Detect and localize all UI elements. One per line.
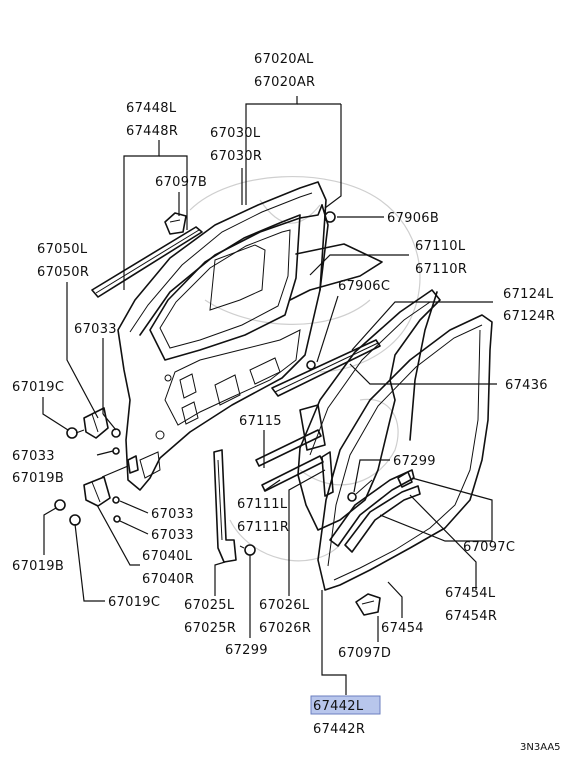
belt-moulding-67448 [91, 226, 203, 298]
label-67040L[interactable]: 67040L [142, 549, 193, 564]
hinge-lower-67040 [83, 476, 111, 507]
grommet-67906C [306, 360, 316, 370]
label-67454R[interactable]: 67454R [445, 609, 497, 624]
label-67033-c[interactable]: 67033 [151, 507, 194, 522]
label-67030L[interactable]: 67030L [210, 126, 261, 141]
scuff-67454 [329, 469, 421, 553]
trim-67442 [317, 314, 493, 591]
label-67454L[interactable]: 67454L [445, 586, 496, 601]
label-67097D[interactable]: 67097D [338, 646, 391, 661]
label-67030R[interactable]: 67030R [210, 149, 262, 164]
leader-lines [42, 96, 497, 695]
glass-frame-67020A [139, 204, 329, 336]
grommet-67906B [324, 211, 336, 223]
label-67026L[interactable]: 67026L [259, 598, 310, 613]
clip-67097C [397, 471, 413, 488]
label-67019B-left[interactable]: 67019B [12, 471, 64, 486]
label-67033-d[interactable]: 67033 [151, 528, 194, 543]
label-67050L[interactable]: 67050L [37, 242, 88, 257]
label-67020AL[interactable]: 67020AL [254, 52, 314, 67]
label-67020AR[interactable]: 67020AR [254, 75, 315, 90]
diagram-code: 3N3AA5 [520, 742, 561, 753]
label-67442R[interactable]: 67442R [313, 722, 365, 737]
pin-67019B [127, 455, 139, 474]
label-67025R[interactable]: 67025R [184, 621, 236, 636]
label-67019C-lower[interactable]: 67019C [108, 595, 160, 610]
label-67033-upper[interactable]: 67033 [74, 322, 117, 337]
label-67025L[interactable]: 67025L [184, 598, 235, 613]
label-67442L[interactable]: 67442L [313, 699, 364, 714]
highlight-67442L [310, 695, 381, 715]
label-67110L[interactable]: 67110L [415, 239, 466, 254]
label-67097C[interactable]: 67097C [463, 540, 515, 555]
bushing-67033-c [112, 496, 120, 504]
label-67111L[interactable]: 67111L [237, 497, 288, 512]
bushing-67033-b [112, 447, 120, 455]
clip-67097B [164, 212, 187, 235]
label-67436[interactable]: 67436 [505, 378, 548, 393]
label-67115[interactable]: 67115 [239, 414, 282, 429]
label-67124L[interactable]: 67124L [503, 287, 554, 302]
label-67906B[interactable]: 67906B [387, 211, 439, 226]
label-67124R[interactable]: 67124R [503, 309, 555, 324]
label-67097B[interactable]: 67097B [155, 175, 207, 190]
bolt-67019B-lower [54, 499, 66, 511]
label-67033-left[interactable]: 67033 [12, 449, 55, 464]
label-67040R[interactable]: 67040R [142, 572, 194, 587]
label-67019B-lower[interactable]: 67019B [12, 559, 64, 574]
channel-67026 [321, 451, 334, 497]
label-67050R[interactable]: 67050R [37, 265, 89, 280]
regulator-67025 [213, 449, 237, 563]
label-67019C-upper[interactable]: 67019C [12, 380, 64, 395]
glass-run-67111 [255, 429, 324, 492]
bushing-67033-d [113, 515, 121, 523]
label-67448R[interactable]: 67448R [126, 124, 178, 139]
bolt-67019C-upper [66, 427, 85, 439]
screw-67299-lower [239, 544, 256, 556]
label-67111R[interactable]: 67111R [237, 520, 289, 535]
sash-67115 [299, 404, 326, 451]
label-67026R[interactable]: 67026R [259, 621, 311, 636]
bushing-67033-a [111, 428, 121, 438]
hinge-upper-67050 [83, 407, 109, 439]
weatherstrip-67436 [271, 339, 381, 397]
screw-67299-upper [347, 479, 373, 502]
clip-67097D [355, 593, 381, 616]
label-67448L[interactable]: 67448L [126, 101, 177, 116]
label-67906C[interactable]: 67906C [338, 279, 390, 294]
label-67299-upper[interactable]: 67299 [393, 454, 436, 469]
seal-67110 [289, 243, 383, 301]
label-67110R[interactable]: 67110R [415, 262, 467, 277]
bolt-67019C-lower [69, 514, 81, 526]
label-67299-lower[interactable]: 67299 [225, 643, 268, 658]
label-67454[interactable]: 67454 [381, 621, 424, 636]
door-shell-67030 [117, 181, 327, 491]
part-labels: 67020AL 67020AR 67448L 67448R 67030L 670… [12, 52, 555, 737]
